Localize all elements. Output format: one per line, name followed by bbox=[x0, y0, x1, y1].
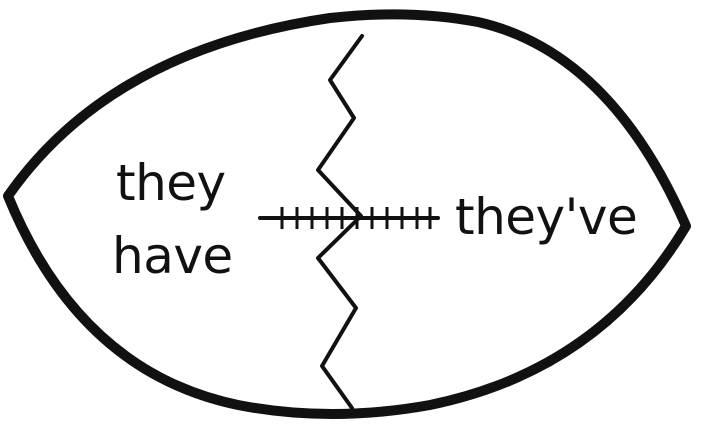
left-word-line-2: have bbox=[112, 231, 233, 281]
left-word-line-1: they bbox=[116, 158, 226, 208]
right-word: they've bbox=[455, 192, 637, 242]
